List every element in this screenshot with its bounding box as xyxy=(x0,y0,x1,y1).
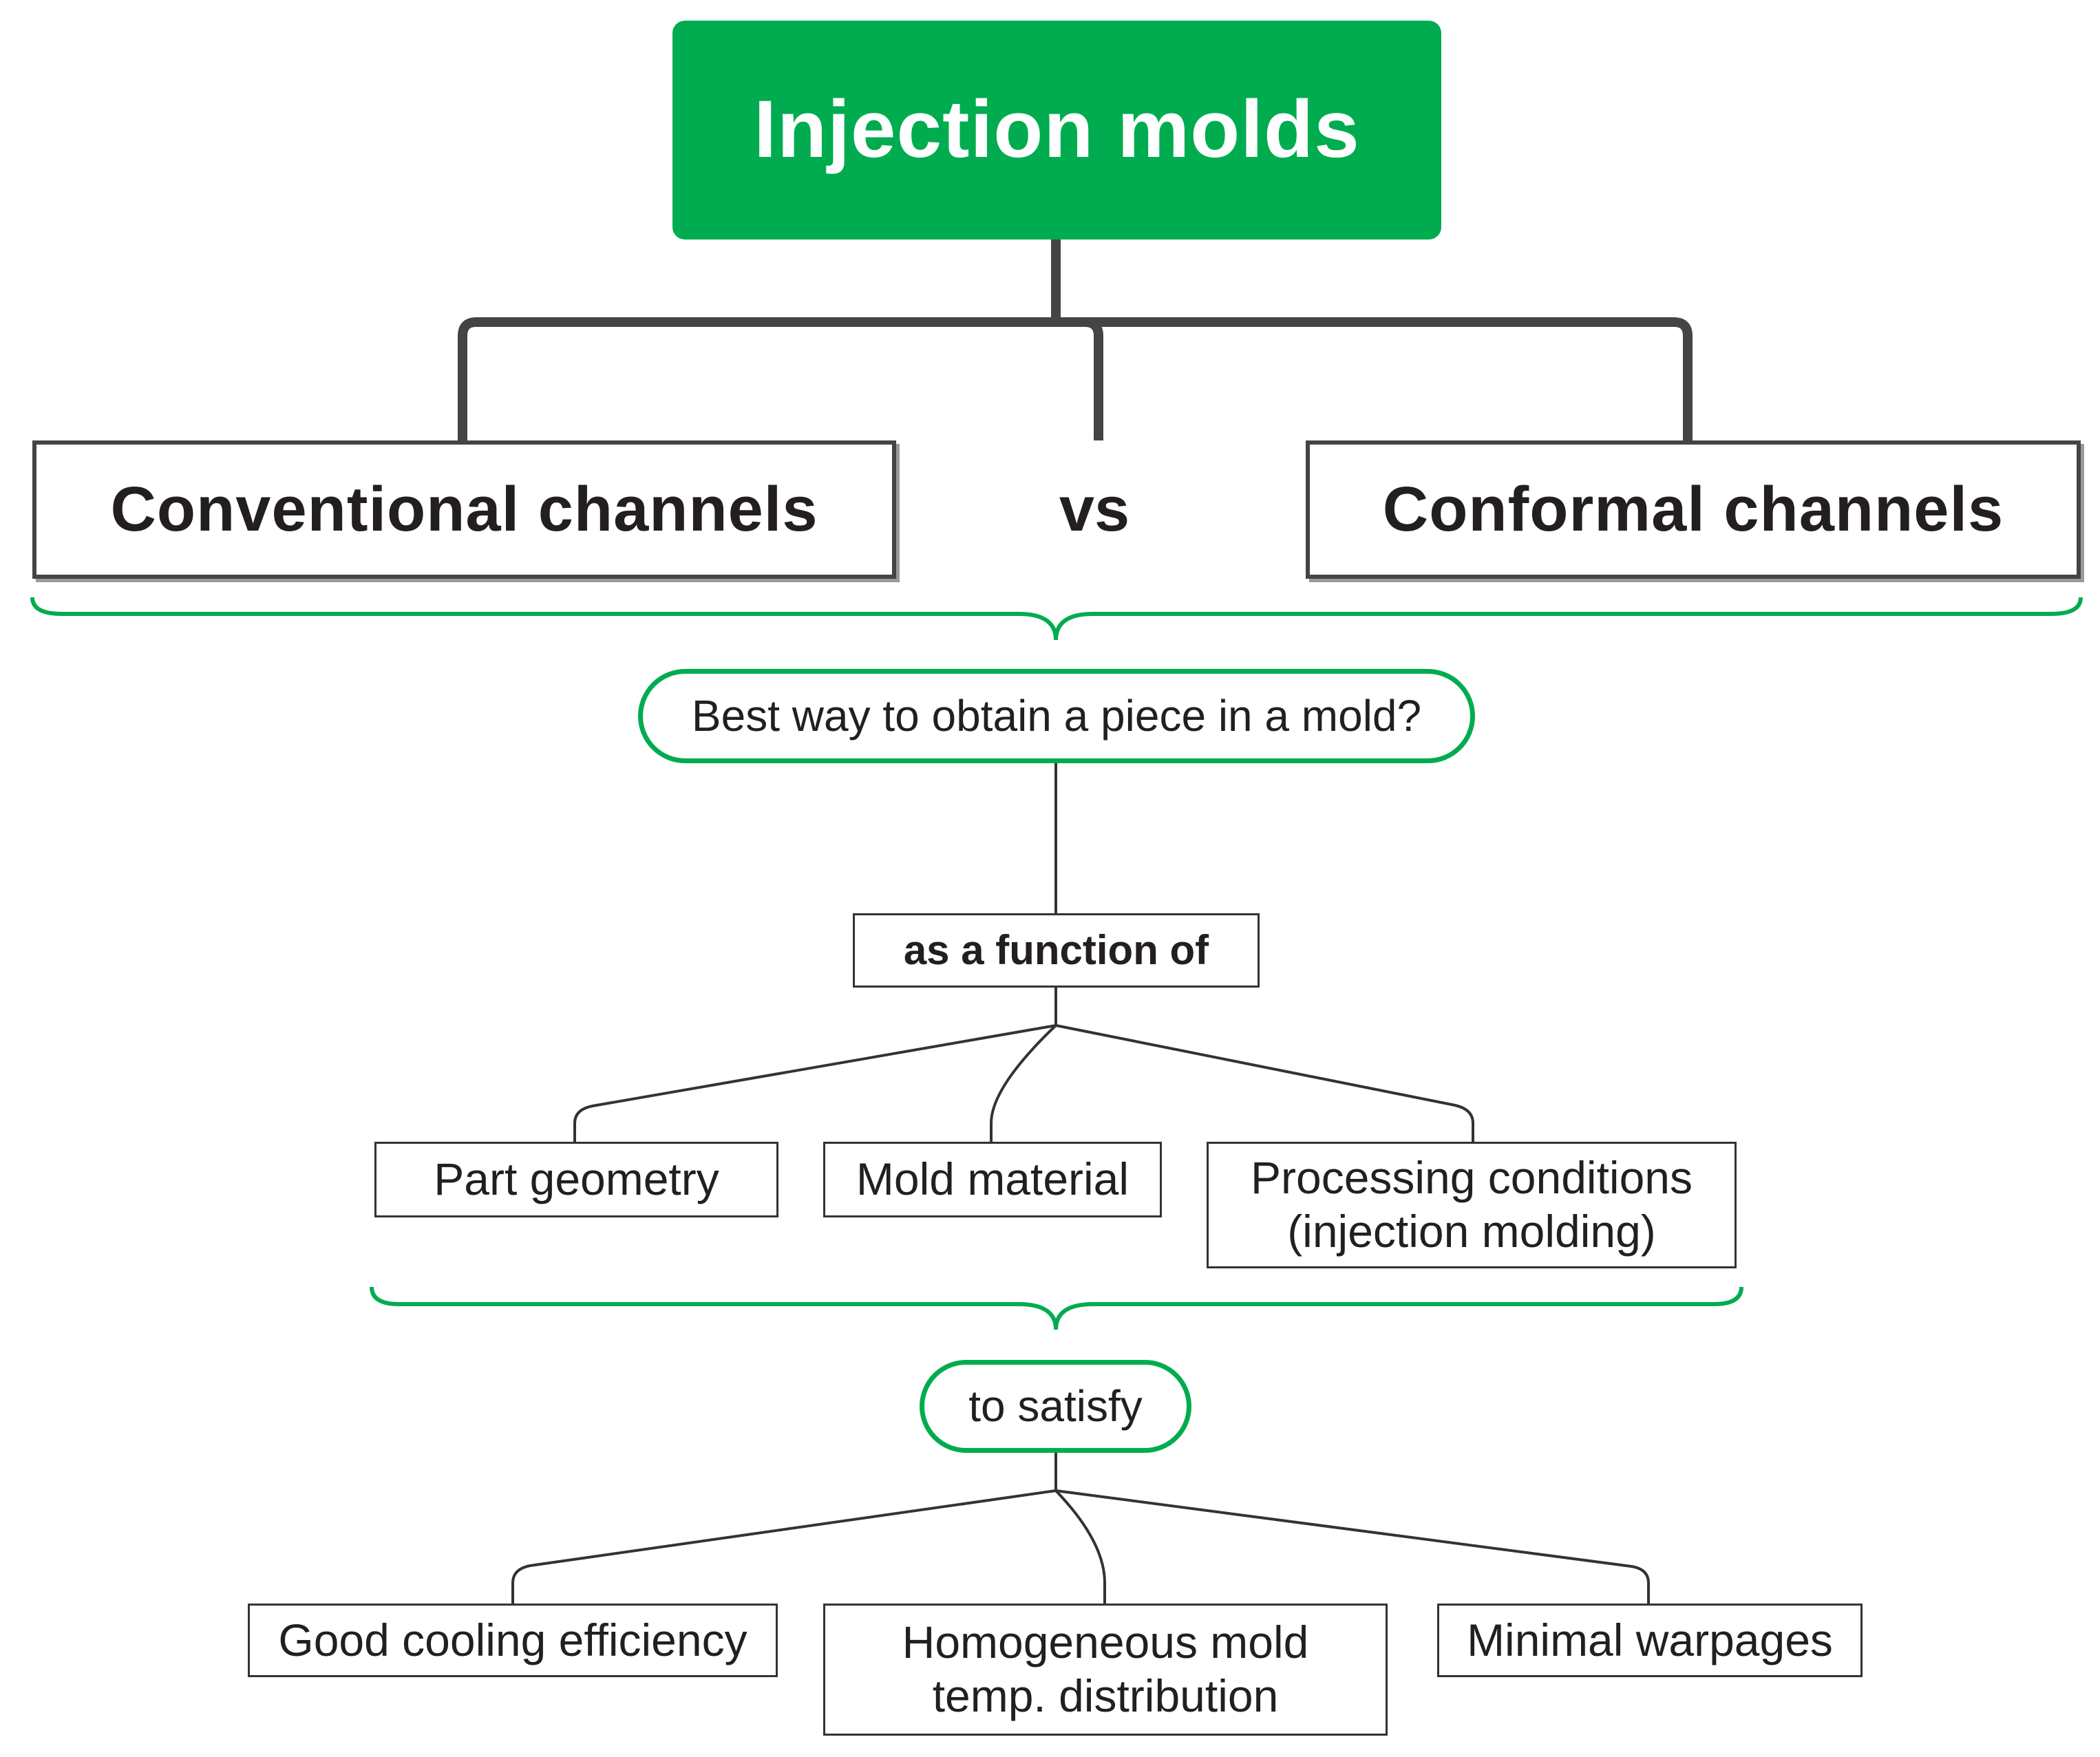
conformal-channels-label: Conformal channels xyxy=(1382,474,2004,545)
conformal-channels-box: Conformal channels xyxy=(1306,440,2081,579)
factor-processing-conditions-text: Processing conditions (injection molding… xyxy=(1251,1151,1693,1259)
question-text: Best way to obtain a piece in a mold? xyxy=(691,690,1422,741)
vs-text: vs xyxy=(1059,473,1130,544)
function-box: as a function of xyxy=(853,913,1260,988)
conventional-channels-label: Conventional channels xyxy=(110,474,818,545)
objective-good-cooling-efficiency: Good cooling efficiency xyxy=(248,1604,778,1677)
root-node-injection-molds: Injection molds xyxy=(672,21,1441,239)
factor-processing-conditions: Processing conditions (injection molding… xyxy=(1207,1142,1737,1268)
objective-homogeneous-line-1: Homogeneous mold xyxy=(902,1617,1309,1668)
factor-part-geometry: Part geometry xyxy=(374,1142,778,1217)
vs-label: vs xyxy=(1019,468,1170,551)
satisfy-pill: to satisfy xyxy=(920,1360,1191,1453)
factor-processing-line-1: Processing conditions xyxy=(1250,1152,1693,1204)
factor-part-geometry-label: Part geometry xyxy=(434,1153,719,1205)
objective-minimal-warpages: Minimal warpages xyxy=(1437,1604,1863,1677)
satisfy-text: to satisfy xyxy=(968,1381,1143,1431)
factor-processing-line-2: (injection molding) xyxy=(1287,1206,1656,1257)
question-pill: Best way to obtain a piece in a mold? xyxy=(638,669,1475,763)
factor-mold-material-label: Mold material xyxy=(856,1153,1129,1205)
satisfy-to-objectives-connector xyxy=(511,1453,1650,1604)
root-branch-connector xyxy=(458,317,1693,440)
function-to-factors-connector xyxy=(573,988,1474,1142)
objective-homogeneous-text: Homogeneous mold temp. distribution xyxy=(902,1616,1309,1723)
function-label: as a function of xyxy=(903,926,1209,973)
objective-homogeneous-temperature: Homogeneous mold temp. distribution xyxy=(823,1604,1388,1736)
conventional-channels-box: Conventional channels xyxy=(32,440,896,579)
factors-brace xyxy=(370,1286,1743,1330)
comparison-brace xyxy=(30,597,2083,641)
factor-mold-material: Mold material xyxy=(823,1142,1162,1217)
objective-warpages-label: Minimal warpages xyxy=(1467,1614,1833,1665)
objective-homogeneous-line-2: temp. distribution xyxy=(932,1670,1279,1721)
objective-cooling-label: Good cooling efficiency xyxy=(278,1614,747,1665)
root-label: Injection molds xyxy=(754,84,1360,175)
